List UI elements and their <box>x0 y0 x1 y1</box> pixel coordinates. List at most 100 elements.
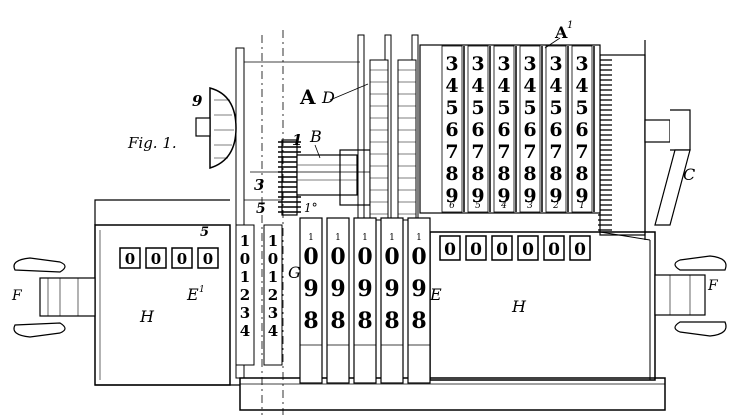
label-D: D <box>321 88 335 107</box>
window-digit: 0 <box>522 240 534 260</box>
setting-digit: 3 <box>268 304 278 322</box>
top-wheel-digit: 9 <box>549 185 562 207</box>
large-wheel-digit: 0 <box>384 244 399 270</box>
top-wheel-digit: 3 <box>523 53 536 75</box>
top-wheel-digit: 9 <box>445 185 458 207</box>
top-wheel-digit: 4 <box>471 75 484 97</box>
top-wheel-digit: 6 <box>575 119 588 141</box>
large-wheel-top-digit: 1 <box>389 233 395 243</box>
top-wheel-digit: 3 <box>471 53 484 75</box>
top-wheel-digit: 7 <box>575 141 588 163</box>
display-window <box>465 235 487 261</box>
setting-digit: 3 <box>240 304 250 322</box>
setting-digit: 2 <box>268 286 278 304</box>
top-wheel-digit: 3 <box>445 53 458 75</box>
top-wheel-digit: 4 <box>497 75 510 97</box>
top-wheel-digit: 4 <box>575 75 588 97</box>
top-wheel-digit: 3 <box>575 53 588 75</box>
display-window <box>171 247 193 269</box>
label-1-deg: 1° <box>304 201 318 215</box>
top-wheel-digit: 7 <box>523 141 536 163</box>
large-wheel-top-digit: 1 <box>416 233 422 243</box>
label-A-prime: A <box>554 23 568 42</box>
display-window <box>517 235 539 261</box>
display-window <box>119 247 141 269</box>
base-plate <box>95 377 666 411</box>
setting-digit: 4 <box>240 322 250 340</box>
large-wheel-digit: 8 <box>330 308 345 334</box>
label-F-right: F <box>707 278 719 294</box>
large-wheel <box>353 217 377 384</box>
window-digit: 0 <box>203 250 213 268</box>
large-wheel-digit: 0 <box>330 244 345 270</box>
top-wheel-digit: 5 <box>523 97 536 119</box>
display-window <box>145 247 167 269</box>
top-wheel-digit: 5 <box>575 97 588 119</box>
top-left-knob <box>195 87 237 170</box>
column-number: 5 <box>475 201 481 211</box>
top-wheel-digit: 8 <box>549 163 562 185</box>
top-wheel-digit: 8 <box>575 163 588 185</box>
label-C: C <box>683 165 695 184</box>
label-H-left: H <box>139 307 155 326</box>
window-digit: 0 <box>470 240 482 260</box>
top-wheel-digit: 6 <box>471 119 484 141</box>
large-wheel-digit: 0 <box>303 244 318 270</box>
left-handle <box>13 257 96 338</box>
column-number: 2 <box>552 201 559 211</box>
top-wheel-digit: 5 <box>471 97 484 119</box>
top-wheel-digit: 7 <box>471 141 484 163</box>
large-wheel-digit: 0 <box>411 244 426 270</box>
top-wheel-digit: 3 <box>497 53 510 75</box>
large-wheel-digit: 8 <box>357 308 372 334</box>
display-window <box>543 235 565 261</box>
top-wheel-digit: 9 <box>523 185 536 207</box>
top-wheel-digit: 6 <box>523 119 536 141</box>
right-housing <box>429 231 656 381</box>
setting-digit: 1 <box>240 232 250 250</box>
label-E-prime: E <box>186 285 199 304</box>
label-5: 5 <box>256 201 266 217</box>
large-wheel <box>326 217 350 384</box>
top-wheel-digit: 9 <box>471 185 484 207</box>
setting-digit: 0 <box>240 250 250 268</box>
top-wheel-digit: 5 <box>497 97 510 119</box>
top-wheel-digit: 6 <box>445 119 458 141</box>
top-wheel-digit: 7 <box>445 141 458 163</box>
window-digit: 0 <box>151 250 161 268</box>
label-9: 9 <box>192 92 203 110</box>
label-B: B <box>309 127 322 146</box>
large-wheel-digit: 9 <box>303 276 318 302</box>
top-wheel-digit: 9 <box>575 185 588 207</box>
top-wheel-digit: 6 <box>497 119 510 141</box>
setting-digit: 1 <box>240 268 250 286</box>
display-window <box>569 235 591 261</box>
setting-digit: 4 <box>268 322 278 340</box>
window-digit: 0 <box>444 240 456 260</box>
large-wheel-top-digit: 1 <box>335 233 341 243</box>
label-F-left: F <box>11 288 23 304</box>
column-number: 4 <box>500 201 507 211</box>
label-3: 3 <box>254 176 264 194</box>
large-wheel-digit: 9 <box>384 276 399 302</box>
window-digit: 0 <box>548 240 560 260</box>
top-wheel-digit: 8 <box>497 163 510 185</box>
display-window <box>439 235 461 261</box>
large-wheel-digit: 9 <box>411 276 426 302</box>
window-digit: 0 <box>496 240 508 260</box>
label-E: E <box>429 285 442 304</box>
label-G: G <box>288 263 301 282</box>
setting-digit: 1 <box>268 268 278 286</box>
large-wheel-digit: 8 <box>303 308 318 334</box>
top-wheel-digit: 8 <box>523 163 536 185</box>
label-A: A <box>299 85 316 109</box>
top-wheel-digit: 3 <box>549 53 562 75</box>
right-wheel <box>598 40 691 240</box>
label-E-prime-sup: 1 <box>199 285 205 295</box>
display-window <box>491 235 513 261</box>
left-housing <box>94 199 231 386</box>
column-number: 3 <box>527 201 533 211</box>
